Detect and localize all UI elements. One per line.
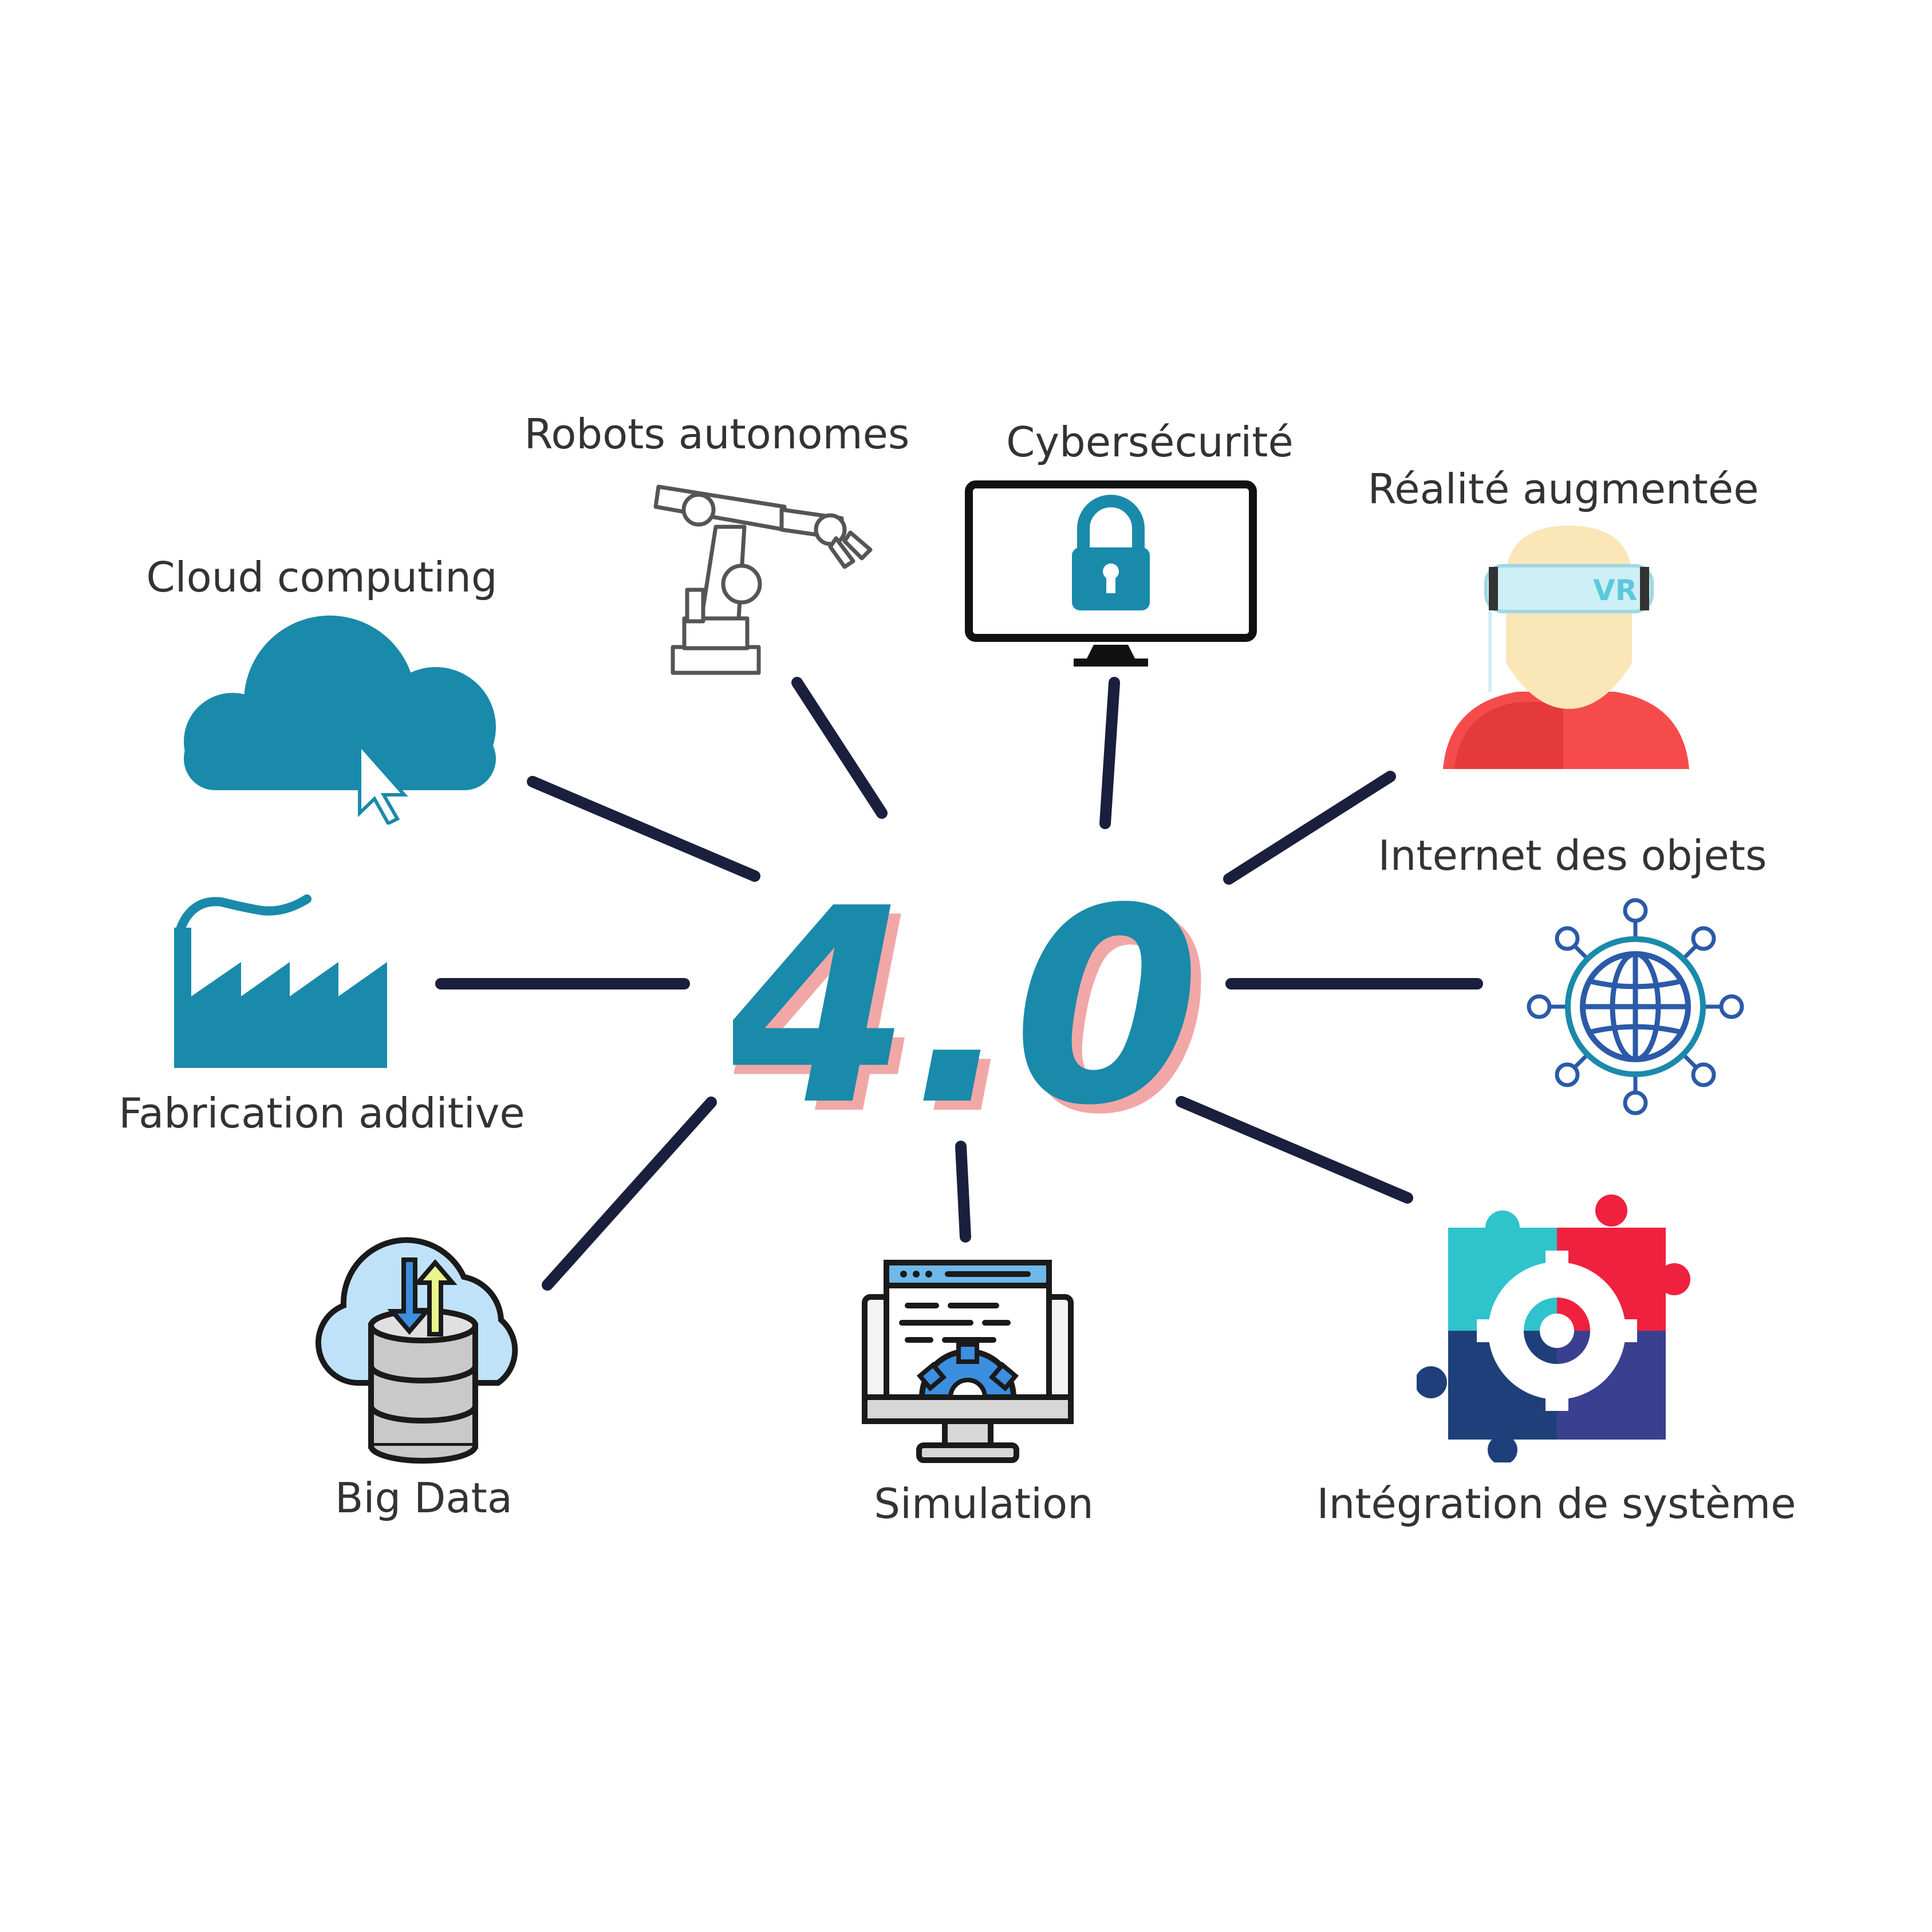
label-integration-de-systeme: Intégration de système bbox=[1316, 1480, 1796, 1528]
puzzle-gear-icon bbox=[1417, 1194, 1690, 1462]
label-realite-augmentee: Réalité augmentée bbox=[1367, 465, 1759, 513]
hub-4-0: 4.0 4.0 bbox=[733, 851, 1202, 1145]
cloud-cursor-icon bbox=[184, 616, 496, 825]
label-robots-autonomes: Robots autonomes bbox=[524, 410, 910, 458]
hub-label: 4.0 bbox=[733, 851, 1200, 1145]
label-internet-des-objets: Internet des objets bbox=[1378, 831, 1767, 880]
cloud-database-icon bbox=[315, 1237, 518, 1464]
spoke-robots-autonomes bbox=[791, 677, 888, 819]
hub-shadow: 4.0 bbox=[733, 860, 1202, 1145]
spoke-cloud-computing bbox=[527, 776, 760, 882]
spoke-integration-de-systeme bbox=[1176, 1096, 1413, 1204]
globe-network-icon bbox=[1527, 898, 1744, 1115]
vr-headset-person-icon: VR bbox=[1443, 526, 1689, 769]
robot-arm-icon bbox=[653, 484, 873, 675]
factory-icon bbox=[174, 894, 387, 1068]
label-fabrication-additive: Fabrication additive bbox=[119, 1089, 525, 1137]
spoke-cybersecurite bbox=[1099, 677, 1120, 829]
label-cloud-computing: Cloud computing bbox=[146, 553, 498, 601]
vr-badge: VR bbox=[1593, 574, 1637, 607]
spoke-realite-augmentee bbox=[1223, 771, 1396, 885]
label-big-data: Big Data bbox=[335, 1474, 512, 1522]
spoke-simulation bbox=[955, 1141, 971, 1243]
spoke-big-data bbox=[542, 1097, 717, 1291]
label-simulation: Simulation bbox=[874, 1480, 1094, 1528]
monitor-gear-icon bbox=[862, 1260, 1074, 1463]
monitor-lock-icon bbox=[965, 480, 1257, 667]
label-cybersecurite: Cybersécurité bbox=[1006, 418, 1294, 466]
